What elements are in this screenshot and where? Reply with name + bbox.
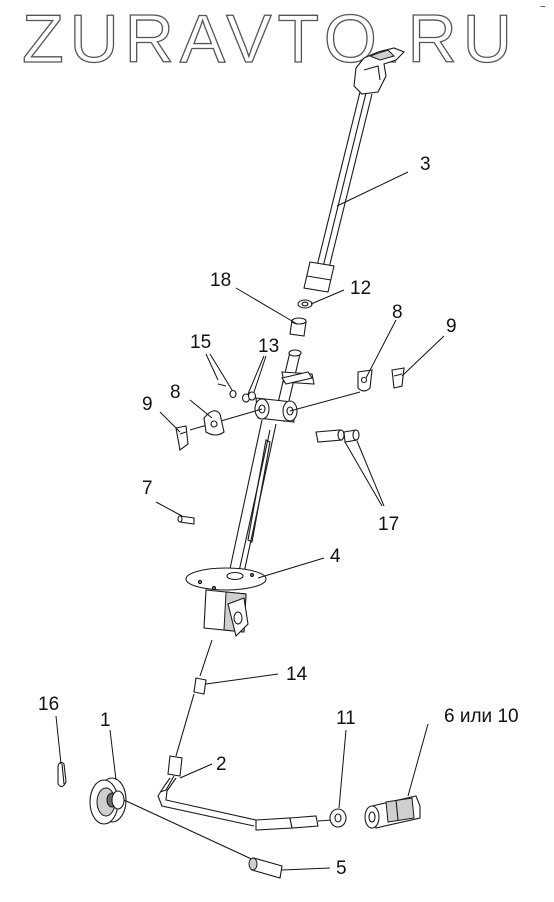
callout-6-10: 6 или 10 (444, 706, 519, 727)
callout-9-right: 9 (446, 316, 457, 337)
part-3-lever (303, 47, 405, 293)
part-9-left-clip (175, 425, 189, 451)
watermark-logo: ZURAVTO.RU (21, 0, 518, 76)
part-17-pins (315, 429, 360, 443)
callout-12: 12 (350, 278, 371, 299)
part-14-sleeve (193, 677, 207, 695)
part-6-10-fork (364, 795, 421, 829)
corner-mark: ~ (540, 2, 546, 13)
callout-7: 7 (142, 478, 153, 499)
part-18-bushing (289, 317, 307, 337)
callout-4: 4 (330, 546, 341, 567)
part-15-pins (217, 383, 237, 399)
callout-16: 16 (38, 694, 59, 715)
part-9-right-clip (391, 367, 405, 389)
leader-lines (55, 171, 445, 871)
part-4-shaft-assembly (185, 349, 315, 638)
callout-3: 3 (420, 154, 431, 175)
part-8-left-plate (203, 410, 225, 436)
callout-5: 5 (336, 858, 347, 879)
callout-2: 2 (216, 754, 227, 775)
part-1-pulley (89, 777, 259, 863)
part-5-tube (248, 857, 283, 879)
callout-9-left: 9 (142, 394, 153, 415)
part-13-washers (241, 391, 257, 403)
part-16-cotter-pin (57, 761, 67, 788)
callout-15: 15 (190, 332, 211, 353)
part-11-nut (329, 808, 347, 828)
callout-14: 14 (286, 664, 308, 685)
callout-1: 1 (100, 710, 111, 731)
callout-11: 11 (336, 708, 356, 729)
callout-17: 17 (378, 514, 399, 535)
part-2-rod (157, 639, 333, 831)
callout-labels: 3 18 12 8 9 15 13 8 9 17 7 4 14 16 1 11 … (38, 154, 519, 879)
callout-8-right: 8 (392, 302, 403, 323)
part-8-right-plate (281, 369, 373, 392)
callout-8-left: 8 (170, 382, 181, 403)
part-12-washer (297, 299, 313, 309)
callout-13: 13 (258, 336, 279, 357)
watermark-text: ZURAVTO.RU (22, 1, 518, 76)
callout-18: 18 (210, 270, 231, 291)
part-7-pin (177, 515, 195, 525)
